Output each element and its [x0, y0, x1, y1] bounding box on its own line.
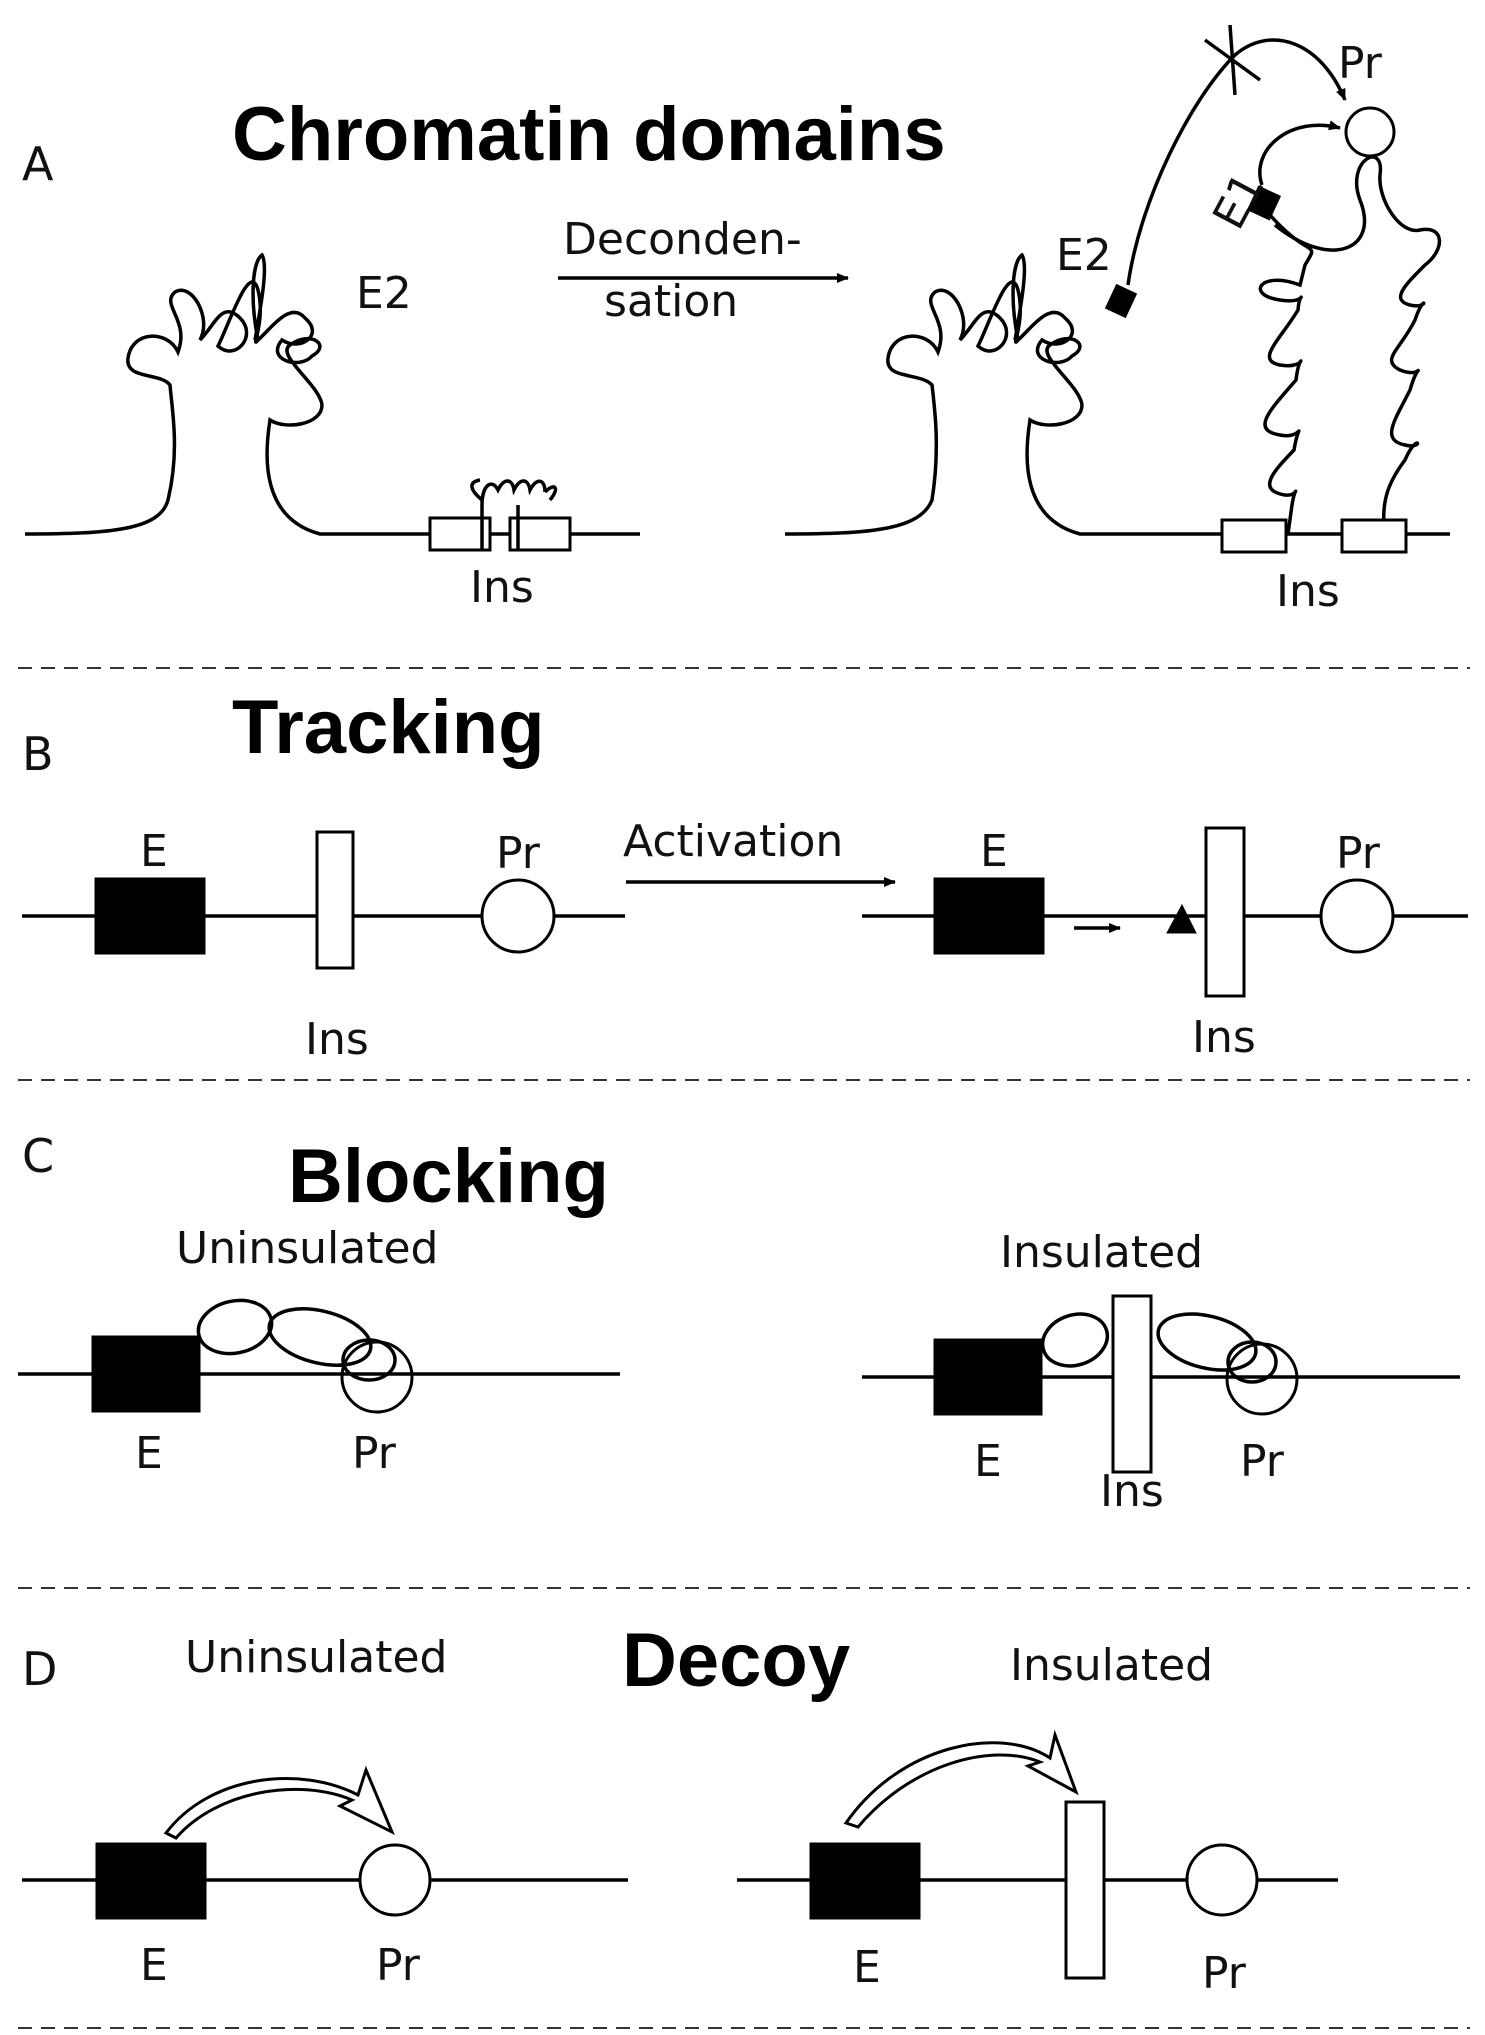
panel-a-block-cross	[1203, 24, 1262, 96]
panel-c-left-enhancer	[91, 1335, 201, 1413]
panel-d-left-state-label: Uninsulated	[185, 1632, 447, 1683]
panel-d-right-e-label: E	[853, 1942, 881, 1993]
panel-d-left-promoter	[358, 1843, 432, 1917]
panel-a-insulator-left-box-1	[428, 516, 492, 552]
panel-c-left-loop-1	[196, 1298, 274, 1356]
panel-c-right-e-label: E	[974, 1436, 1002, 1487]
panel-a-insulator-small-loops	[470, 478, 558, 550]
panel-a-e1-to-pr-arrow	[1258, 120, 1341, 186]
panel-c-left-pr-label: Pr	[352, 1428, 397, 1479]
panel-b-right-ins-label: Ins	[1192, 1012, 1256, 1063]
panel-b-left-ins-label: Ins	[305, 1014, 369, 1065]
panel-b-tracking-blocked-marker	[1166, 903, 1197, 934]
panel-a-title: Chromatin domains	[232, 92, 946, 177]
panel-c-right-insulator	[1111, 1294, 1153, 1474]
panel-d-left-hollow-arrow	[163, 1765, 395, 1840]
panel-d-right-pr-label: Pr	[1202, 1948, 1247, 1999]
panel-a-arrow-label-2: sation	[604, 276, 738, 327]
panel-a-pr-label: Pr	[1338, 38, 1383, 89]
panel-a-insulator-right-box-2	[1340, 518, 1408, 554]
panel-a-strand-2	[1273, 155, 1442, 535]
panel-d-right-hollow-arrow	[843, 1729, 1079, 1829]
panel-d-left-pr-label: Pr	[376, 1940, 421, 1991]
panel-d-right-promoter	[1185, 1843, 1259, 1917]
panel-b-letter: B	[22, 727, 54, 781]
panel-a-right-chromatin-fiber	[784, 280, 1450, 536]
panel-a-e1-label: E1	[1203, 164, 1274, 237]
panel-c-right-state-label: Insulated	[1000, 1227, 1203, 1278]
panel-c-right-enhancer	[933, 1338, 1043, 1416]
panel-a-e2-left-label: E2	[356, 268, 412, 319]
panel-d-right-enhancer	[809, 1842, 921, 1920]
panel-c-right-loop-3	[1226, 1340, 1278, 1384]
panel-d-letter: D	[22, 1642, 57, 1696]
panel-c-right-ins-label: Ins	[1100, 1466, 1164, 1517]
panel-b-left-promoter	[480, 878, 556, 954]
panel-a-arrow-label-1: Deconden-	[563, 214, 802, 265]
panel-d-title: Decoy	[622, 1618, 850, 1703]
panel-d-left-e-label: E	[140, 1940, 168, 1991]
panel-a-right-loop-detail	[1011, 252, 1027, 341]
panel-b-left-e-label: E	[140, 826, 168, 877]
panel-b-left-insulator	[315, 830, 355, 970]
panel-b-left-pr-label: Pr	[496, 828, 541, 879]
panel-b-right-promoter	[1319, 878, 1395, 954]
panel-a-left-loop-detail	[251, 252, 267, 341]
panel-d: D Decoy Uninsulated E Pr Insulated E Pr	[22, 1618, 1338, 1999]
panel-c: C Blocking Uninsulated E Pr Insulated E …	[18, 1129, 1460, 1517]
panel-a-letter: A	[22, 137, 54, 191]
panel-a-strand-1	[1258, 213, 1314, 535]
panel-a-e2-right-label: E2	[1056, 230, 1112, 281]
panel-c-right-loop-2	[1156, 1312, 1258, 1372]
panel-a-insulator-right-box-1	[1220, 518, 1288, 554]
panel-c-left-state-label: Uninsulated	[176, 1223, 438, 1274]
panel-b-title: Tracking	[232, 685, 545, 770]
panel-c-left-loop-3	[341, 1338, 397, 1382]
panel-b-right-enhancer	[933, 877, 1045, 955]
panel-c-left-e-label: E	[135, 1428, 163, 1479]
panel-b-right-pr-label: Pr	[1336, 828, 1381, 879]
panel-c-right-loop-1	[1040, 1312, 1110, 1368]
panel-b-left-enhancer	[94, 877, 206, 955]
panel-b: B Tracking E Ins Pr Activation E Ins Pr	[22, 685, 1468, 1065]
panel-c-title: Blocking	[288, 1134, 609, 1219]
panel-b-activation-label: Activation	[623, 816, 843, 867]
panel-a-insulator-left-box-2	[508, 516, 572, 552]
panel-c-left-loop-2	[267, 1307, 373, 1367]
panel-a-left-chromatin-fiber	[24, 280, 640, 536]
panel-a-promoter-circle	[1344, 106, 1396, 158]
panel-b-right-e-label: E	[980, 826, 1008, 877]
panel-a-e2-right-element	[1104, 283, 1138, 319]
panel-a-e2-to-pr-arrow	[1126, 38, 1347, 286]
panel-c-left-promoter	[340, 1340, 414, 1414]
panel-b-right-insulator	[1204, 826, 1246, 998]
panel-a-ins-right-label: Ins	[1276, 566, 1340, 617]
panel-d-right-insulator	[1064, 1800, 1106, 1980]
panel-a: A Chromatin domains E2 Ins Deconden- sat…	[22, 24, 1450, 617]
panel-a-ins-left-label: Ins	[470, 562, 534, 613]
panel-d-right-state-label: Insulated	[1010, 1640, 1213, 1691]
panel-d-left-enhancer	[95, 1842, 207, 1920]
panel-c-right-pr-label: Pr	[1240, 1436, 1285, 1487]
panel-c-right-promoter	[1225, 1342, 1299, 1416]
panel-a-e1-element	[1246, 185, 1282, 221]
panel-c-letter: C	[22, 1129, 54, 1183]
